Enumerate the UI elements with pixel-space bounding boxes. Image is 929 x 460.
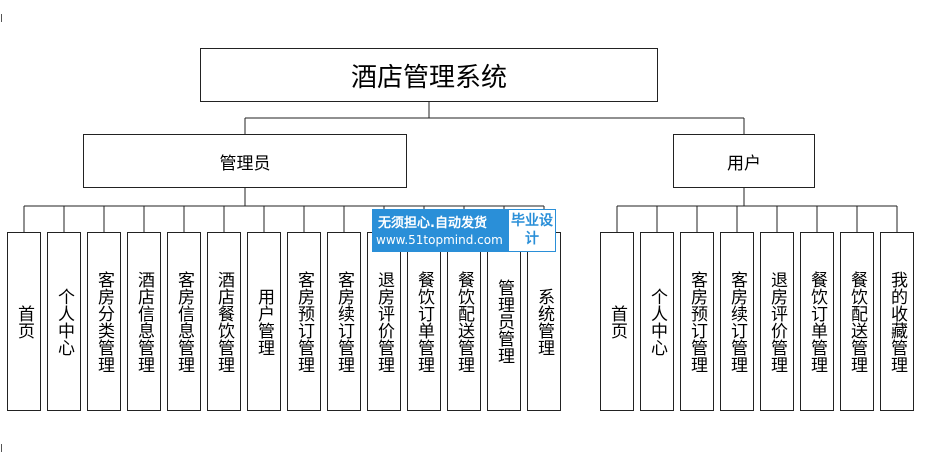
watermark-badge: 毕业设计 (511, 213, 553, 247)
user-leaf-label: 客房预订管理 (687, 270, 707, 373)
user-leaf-label: 餐饮配送管理 (847, 270, 867, 373)
watermark-badge-box: 毕业设计 (508, 209, 556, 252)
user-leaf-node: 个人中心 (640, 232, 674, 411)
watermark-line2: www.51topmind.com (376, 233, 503, 247)
admin-leaf-label: 客房分类管理 (94, 270, 114, 373)
admin-leaf-node: 个人中心 (47, 232, 81, 411)
watermark-banner: 无须担心.自动发货 www.51topmind.com (372, 209, 508, 252)
admin-node: 管理员 (83, 134, 407, 188)
admin-leaf-label: 餐饮订单管理 (414, 270, 434, 373)
admin-leaf-node: 客房信息管理 (167, 232, 201, 411)
admin-label: 管理员 (219, 153, 271, 174)
watermark: 无须担心.自动发货 www.51topmind.com 毕业设计 (372, 209, 556, 252)
user-leaf-node: 餐饮订单管理 (800, 232, 834, 411)
user-leaf-node: 餐饮配送管理 (840, 232, 874, 411)
admin-leaf-node: 首页 (7, 232, 41, 411)
admin-leaf-node: 退房评价管理 (367, 232, 401, 411)
admin-leaf-node: 餐饮配送管理 (447, 232, 481, 411)
user-leaf-label: 首页 (607, 304, 627, 339)
corner-mark-top (1, 14, 6, 22)
admin-leaf-node: 客房续订管理 (327, 232, 361, 411)
admin-leaf-label: 酒店餐饮管理 (214, 270, 234, 373)
admin-leaf-node: 酒店信息管理 (127, 232, 161, 411)
user-leaf-label: 我的收藏管理 (887, 270, 907, 373)
user-leaf-node: 首页 (600, 232, 634, 411)
user-leaf-label: 退房评价管理 (767, 270, 787, 373)
user-leaf-node: 我的收藏管理 (880, 232, 914, 411)
admin-leaf-node: 客房分类管理 (87, 232, 121, 411)
admin-leaf-node: 酒店餐饮管理 (207, 232, 241, 411)
admin-leaf-node: 用户管理 (247, 232, 281, 411)
admin-leaf-label: 首页 (14, 304, 34, 339)
admin-leaf-label: 管理员管理 (494, 279, 514, 364)
user-leaf-label: 个人中心 (647, 287, 667, 356)
corner-mark-bottom (1, 444, 6, 452)
admin-leaf-node: 系统管理 (527, 232, 561, 411)
user-leaf-label: 客房续订管理 (727, 270, 747, 373)
root-label: 酒店管理系统 (350, 62, 507, 93)
user-leaf-label: 餐饮订单管理 (807, 270, 827, 373)
admin-leaf-label: 用户管理 (254, 287, 274, 356)
admin-leaf-label: 餐饮配送管理 (454, 270, 474, 373)
watermark-line1: 无须担心.自动发货 (378, 216, 487, 231)
admin-leaf-label: 客房信息管理 (174, 270, 194, 373)
admin-leaf-label: 客房预订管理 (294, 270, 314, 373)
admin-leaf-label: 酒店信息管理 (134, 270, 154, 373)
admin-leaf-label: 退房评价管理 (374, 270, 394, 373)
admin-leaf-node: 管理员管理 (487, 232, 521, 411)
admin-leaf-label: 客房续订管理 (334, 270, 354, 373)
user-label: 用户 (727, 153, 761, 174)
admin-leaf-label: 个人中心 (54, 287, 74, 356)
admin-leaf-label: 系统管理 (534, 287, 554, 356)
admin-leaf-node: 餐饮订单管理 (407, 232, 441, 411)
admin-leaf-node: 客房预订管理 (287, 232, 321, 411)
user-leaf-node: 客房续订管理 (720, 232, 754, 411)
user-leaf-node: 退房评价管理 (760, 232, 794, 411)
user-node: 用户 (673, 134, 815, 188)
user-leaf-node: 客房预订管理 (680, 232, 714, 411)
root-node: 酒店管理系统 (200, 48, 658, 102)
